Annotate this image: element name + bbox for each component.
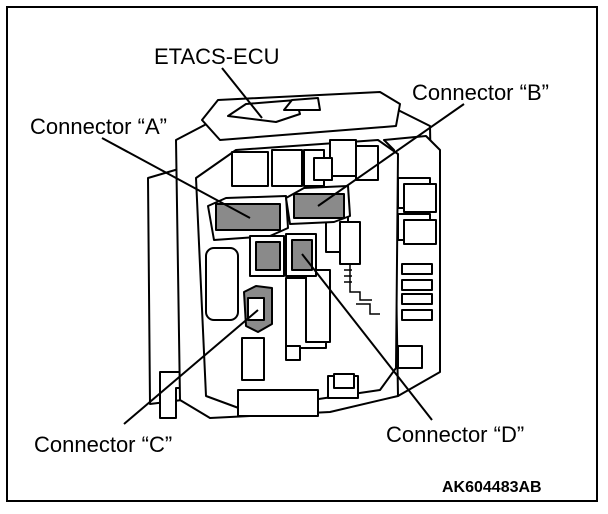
connector-c-top-body <box>255 241 281 271</box>
mid-relay-2 <box>339 221 361 265</box>
side-fin-4 <box>401 309 433 321</box>
side-fin-3 <box>401 293 433 305</box>
figure-frame <box>6 6 598 502</box>
lower-piece-3 <box>333 373 355 389</box>
center-relay-side <box>305 269 331 343</box>
leader-ecu <box>221 67 263 119</box>
leader-connector-c <box>123 309 259 425</box>
side-fin-2 <box>401 279 433 291</box>
lower-piece-1 <box>241 337 265 381</box>
side-relay-4 <box>403 219 437 245</box>
upper-block-2 <box>271 149 303 187</box>
upper-block-5 <box>355 145 379 181</box>
side-fin-1 <box>401 263 433 275</box>
top-clip <box>283 97 321 111</box>
hatch-detail <box>344 269 352 283</box>
lower-connector <box>237 389 319 417</box>
label-etacs-ecu: ETACS-ECU <box>154 44 280 69</box>
leader-connector-d <box>301 253 433 421</box>
figure-code: AK604483AB <box>442 479 542 496</box>
label-connector-a: Connector “A” <box>30 114 167 139</box>
label-connector-c: Connector “C” <box>34 432 173 457</box>
upper-block-6 <box>313 157 333 181</box>
leader-connector-a <box>101 137 251 219</box>
upper-block-4 <box>329 139 357 177</box>
side-block <box>397 345 423 369</box>
lower-tab <box>285 345 301 361</box>
side-relay-2 <box>403 183 437 213</box>
label-connector-b: Connector “B” <box>412 80 549 105</box>
wire-detail-2 <box>356 303 380 315</box>
left-pad <box>205 247 239 321</box>
leader-connector-b <box>317 103 465 207</box>
upper-block-1 <box>231 151 269 187</box>
label-connector-d: Connector “D” <box>386 422 525 447</box>
